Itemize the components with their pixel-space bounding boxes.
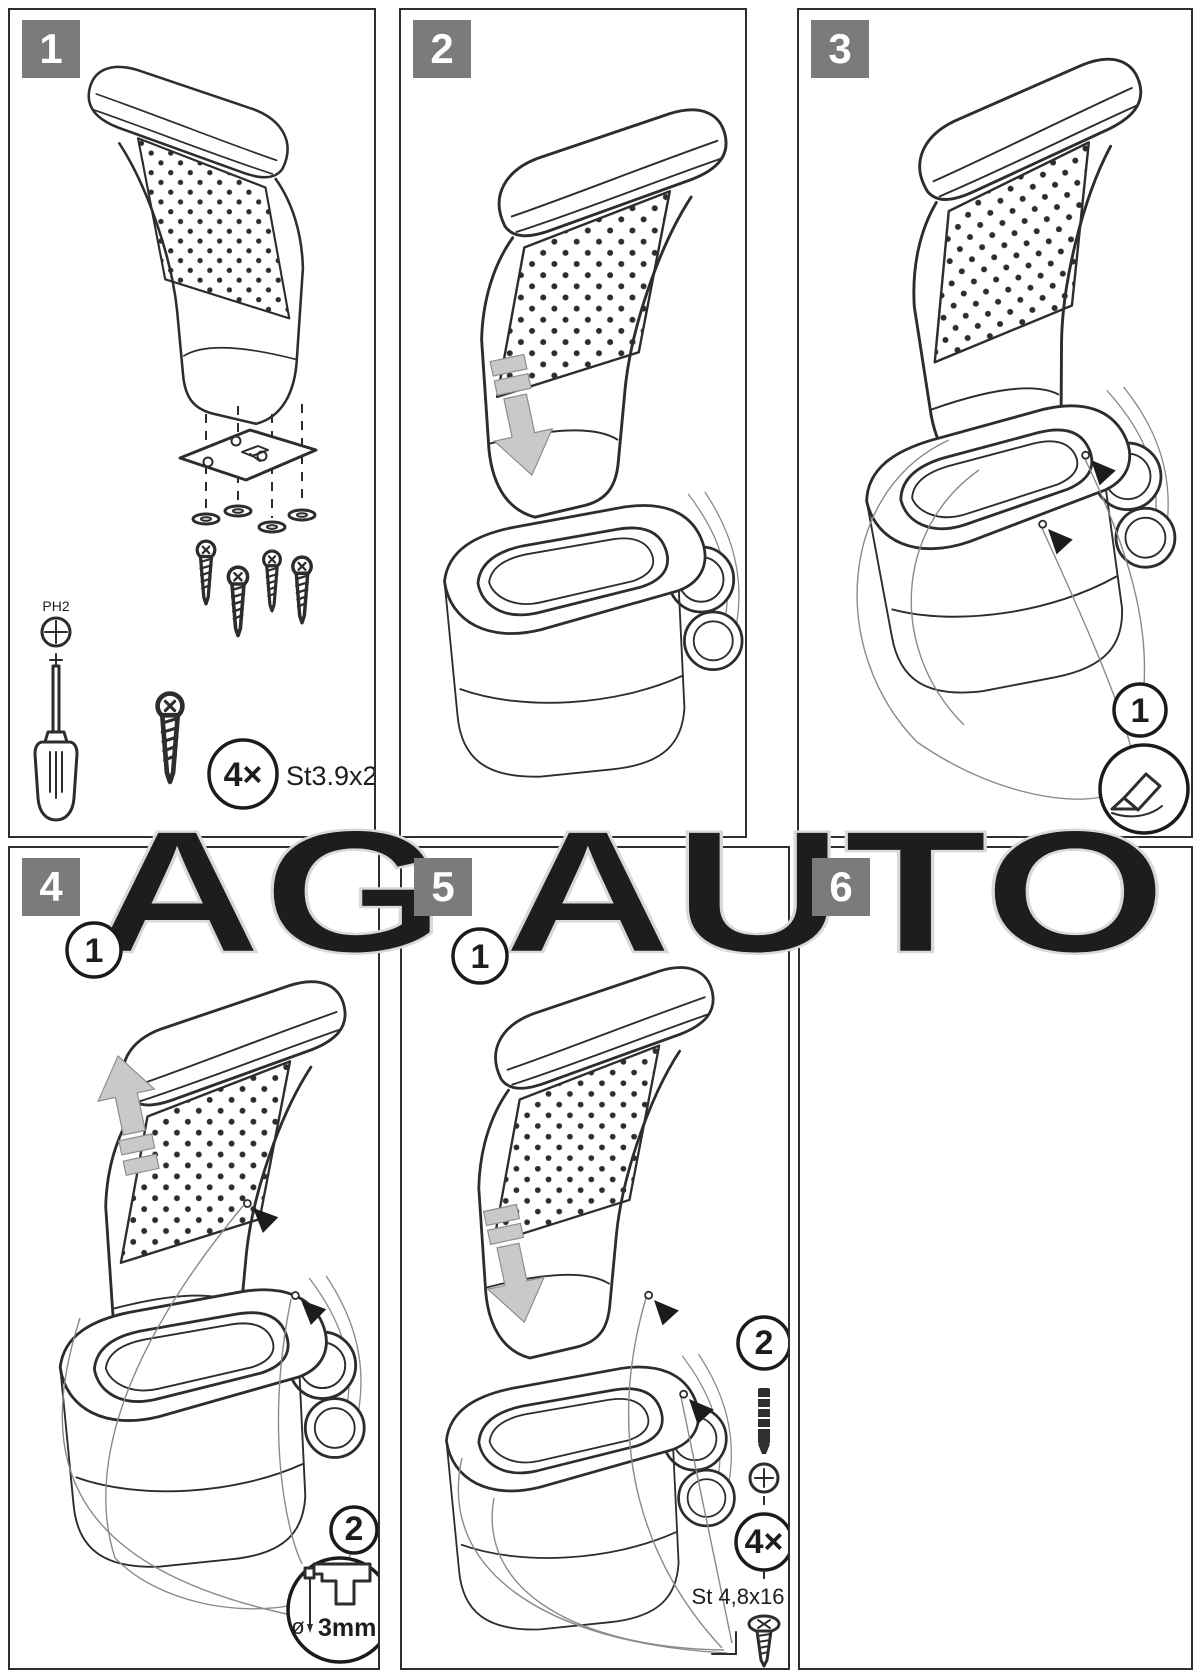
- panel-number-label: 4: [39, 863, 63, 910]
- screws-group: [195, 539, 313, 638]
- panel-1-number: 1: [22, 20, 80, 78]
- console-drawing: [58, 1274, 366, 1569]
- quantity-label: 4×: [745, 1523, 784, 1561]
- ph2-label: PH2: [42, 598, 69, 614]
- panel-number-label: 5: [431, 863, 455, 910]
- quantity-label: 4×: [224, 756, 263, 794]
- phillips-bit-icon: [40, 616, 72, 648]
- leader-lines: [457, 1297, 733, 1654]
- console-drawing: [443, 490, 744, 779]
- panel-3-number: 3: [811, 20, 869, 78]
- step-badge-1: 1: [65, 921, 123, 979]
- panel-6-number: 6: [812, 858, 870, 916]
- step-badge-1: 1: [1112, 682, 1168, 738]
- panel-6: 6: [798, 846, 1193, 1670]
- marker-tool-icon: [1098, 743, 1190, 835]
- panel-3: 1 3: [797, 8, 1193, 838]
- screwdriver-icon: [33, 653, 79, 822]
- panel-2-number: 2: [413, 20, 471, 78]
- screw-icon: [158, 694, 183, 782]
- arrowhead-icon: [1034, 519, 1076, 558]
- step-badge-label: 1: [471, 938, 490, 976]
- panel-4-illustration: 1 2: [58, 921, 378, 1664]
- panel-number-label: 3: [828, 25, 852, 72]
- step-badge-2: 2: [736, 1315, 788, 1371]
- step-badge-label: 1: [1131, 692, 1150, 730]
- armrest-drawing: [87, 65, 305, 426]
- panel-number-label: 2: [430, 25, 454, 72]
- panel-2-illustration: [443, 108, 744, 779]
- panel-number-label: 6: [829, 863, 853, 910]
- drill-diameter-symbol: ø: [291, 1614, 304, 1639]
- panel-2: 2: [399, 8, 747, 838]
- arrowhead-icon: [640, 1290, 682, 1329]
- step-badge-label: 2: [755, 1324, 774, 1362]
- screw-icon: [747, 1614, 781, 1668]
- step-badge-label: 2: [345, 1510, 364, 1548]
- screw-spec-label: St3.9x25: [286, 761, 374, 791]
- panel-1: PH2 4× St3.9x25 1: [8, 8, 376, 838]
- panel-1-illustration: PH2 4× St3.9x25: [33, 65, 374, 822]
- washers-group: [191, 504, 317, 534]
- quantity-badge: 4×: [207, 738, 279, 810]
- console-drawing: [857, 382, 1189, 702]
- panel-3-illustration: 1: [856, 54, 1190, 835]
- panel-4: 1 2: [8, 846, 380, 1670]
- panel-4-number: 4: [22, 858, 80, 916]
- quantity-badge: 4×: [734, 1512, 788, 1572]
- mounting-plate: [178, 428, 318, 482]
- corner-mark: [711, 1631, 737, 1655]
- phillips-head-icon: [748, 1462, 780, 1494]
- panel-number-label: 1: [39, 25, 63, 72]
- panel-5: 1: [400, 846, 790, 1670]
- step-badge-label: 1: [85, 932, 104, 970]
- bit-icon: [758, 1388, 770, 1454]
- step-badge-2: 2: [329, 1505, 378, 1555]
- drill-tool-icon: ø 3mm: [286, 1556, 378, 1664]
- screw-spec-label: St 4,8x16: [692, 1584, 785, 1609]
- panel-5-illustration: 1: [445, 927, 788, 1668]
- drill-spec-label: 3mm: [318, 1614, 376, 1642]
- step-badge-1: 1: [451, 927, 509, 985]
- panel-5-number: 5: [414, 858, 472, 916]
- leader-lines: [61, 1205, 353, 1617]
